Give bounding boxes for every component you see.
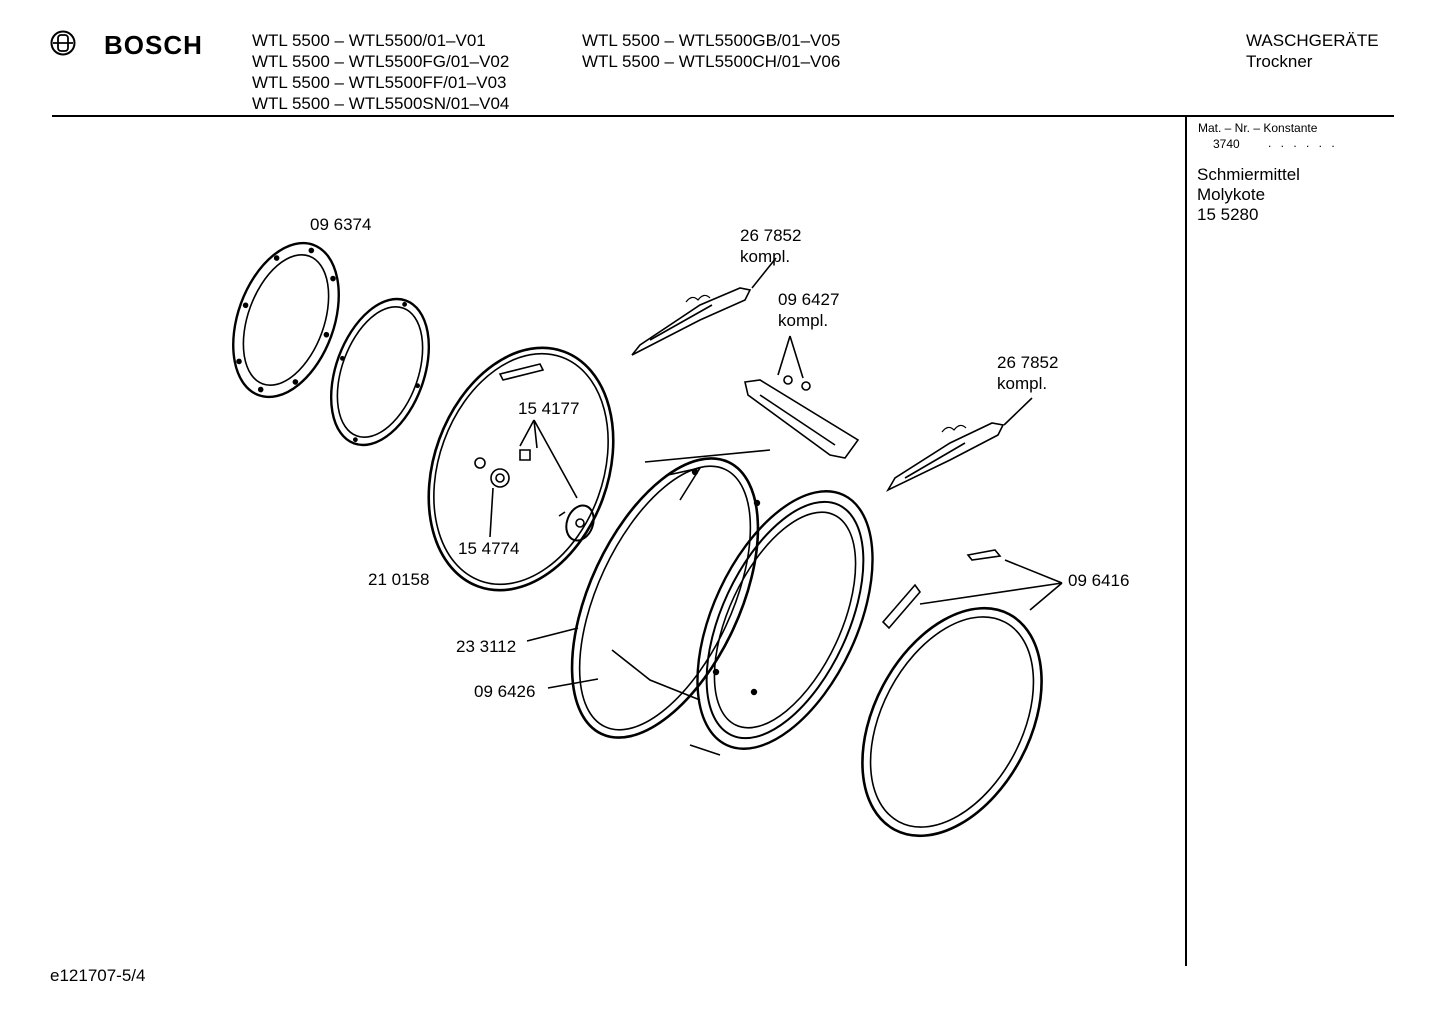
drum-support-267852-upper <box>631 287 752 356</box>
part-label-267852-lower: 26 7852 kompl. <box>997 352 1058 394</box>
seal-ring <box>329 297 431 447</box>
model-list-2: WTL 5500 – WTL5500GB/01–V05 WTL 5500 – W… <box>582 30 840 72</box>
part-number: 09 6427 <box>778 290 840 309</box>
sidebar-divider <box>1185 116 1187 966</box>
model-line: WTL 5500 – WTL5500FF/01–V03 <box>252 73 507 92</box>
model-line: WTL 5500 – WTL5500FG/01–V02 <box>252 52 510 71</box>
model-line: WTL 5500 – WTL5500/01–V01 <box>252 31 486 50</box>
lubricant-notes: Schmiermittel Molykote 15 5280 <box>1197 165 1300 225</box>
mat-dots: . . . . . . <box>1268 136 1338 150</box>
part-label-096427: 09 6427 kompl. <box>778 289 839 331</box>
part-number: 26 7852 <box>997 353 1059 372</box>
part-number: 26 7852 <box>740 226 802 245</box>
part-label-096416: 09 6416 <box>1068 571 1130 590</box>
document-code: e121707-5/4 <box>50 966 146 985</box>
flange-ring-096374 <box>232 241 340 399</box>
note-line: Molykote <box>1197 185 1266 204</box>
drum-support-267852-lower <box>885 422 1005 492</box>
leader-233112 <box>526 627 579 642</box>
part-label-096426: 09 6426 <box>474 682 536 701</box>
note-line: 15 5280 <box>1197 205 1259 224</box>
leader-267852-upper <box>751 257 777 289</box>
part-note: kompl. <box>778 311 829 330</box>
model-line: WTL 5500 – WTL5500GB/01–V05 <box>582 31 841 50</box>
brand-name: BOSCH <box>104 30 203 60</box>
note-line: Schmiermittel <box>1197 165 1300 184</box>
bearing-bracket-096427 <box>744 375 860 459</box>
leader-154177 <box>519 419 578 499</box>
bosch-logo-icon <box>50 30 76 56</box>
model-list-1: WTL 5500 – WTL5500/01–V01 WTL 5500 – WTL… <box>252 30 509 114</box>
model-line: WTL 5500 – WTL5500CH/01–V06 <box>582 52 841 71</box>
part-note: kompl. <box>740 247 791 266</box>
part-label-154177: 15 4177 <box>518 399 580 418</box>
rear-wall-210158 <box>427 346 615 592</box>
part-label-154774: 15 4774 <box>458 539 520 558</box>
category: WASCHGERÄTE <box>1246 31 1379 50</box>
mat-value: 3740 <box>1213 137 1240 151</box>
leader-096426 <box>547 678 599 689</box>
model-line: WTL 5500 – WTL5500SN/01–V04 <box>252 94 510 113</box>
category-block: WASCHGERÄTE Trockner <box>1246 30 1379 72</box>
leader-267852-lower <box>1003 397 1033 426</box>
leader-154774 <box>489 487 494 538</box>
part-label-096374: 09 6374 <box>310 215 372 234</box>
drum-233112 <box>570 449 874 756</box>
mat-label: Mat. – Nr. – Konstante <box>1198 121 1318 135</box>
leader-096416 <box>919 559 1063 611</box>
part-label-267852-upper: 26 7852 kompl. <box>740 225 801 267</box>
leader-096427 <box>777 335 804 379</box>
part-label-210158: 21 0158 <box>368 570 430 589</box>
header-divider <box>52 115 1394 117</box>
part-label-233112: 23 3112 <box>456 637 517 656</box>
part-note: kompl. <box>997 374 1048 393</box>
subcategory: Trockner <box>1246 52 1313 71</box>
front-seal-096416 <box>861 549 1043 838</box>
